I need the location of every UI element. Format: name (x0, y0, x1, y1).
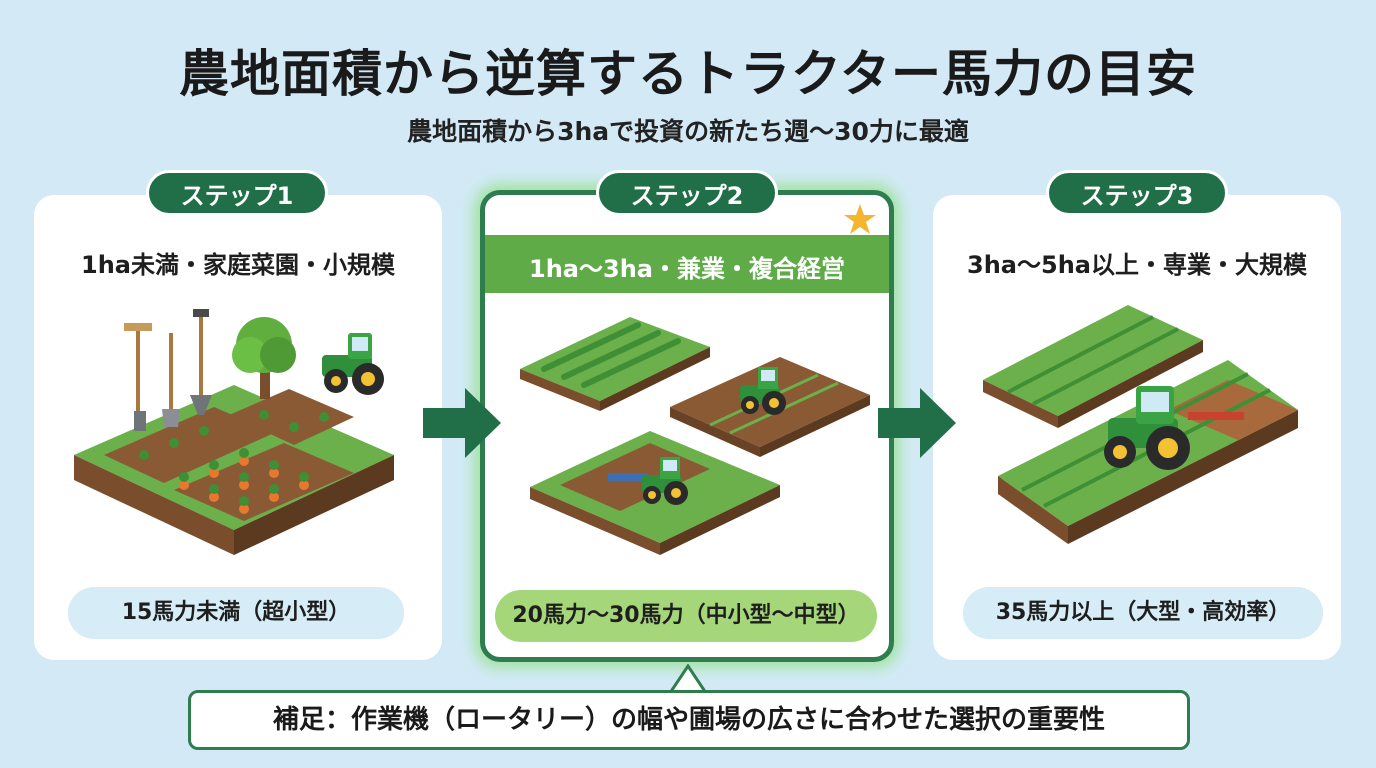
page-title: 農地面積から逆算するトラクター馬力の目安 (179, 45, 1197, 103)
step-card-3: 3ha〜5ha以上・専業・大規模 35馬力以上（大型・高効率） (933, 195, 1341, 660)
step-1-horsepower: 15馬力未満（超小型） (68, 587, 404, 639)
step-2-horsepower: 20馬力〜30馬力（中小型〜中型） (495, 590, 877, 642)
star-icon (844, 204, 876, 234)
tractor-icon (740, 367, 786, 415)
step-3-heading: 3ha〜5ha以上・専業・大規模 (967, 251, 1307, 279)
garden-tools-icon (124, 309, 212, 431)
step-card-1: 1ha未満・家庭菜園・小規模 (34, 195, 442, 660)
small-garden-illustration (74, 309, 394, 555)
step-2-label: ステップ2 (596, 170, 778, 216)
step-3-horsepower: 35馬力以上（大型・高効率） (963, 587, 1323, 639)
tractor-with-implement-icon (608, 457, 688, 505)
large-farm-illustration (983, 305, 1298, 544)
note-box: 補足：作業機（ロータリー）の幅や圃場の広さに合わせた選択の重要性 (188, 690, 1190, 750)
step-card-2: 1ha〜3ha・兼業・複合経営 (480, 190, 894, 662)
step-3-label: ステップ3 (1046, 170, 1228, 216)
right-arrow-icon (878, 388, 956, 458)
right-arrow-icon (423, 388, 501, 458)
step-1-heading: 1ha未満・家庭菜園・小規模 (81, 251, 395, 279)
small-tractor-icon (322, 333, 384, 395)
tree-icon (232, 317, 296, 399)
step-2-heading-band (485, 235, 889, 293)
page-subtitle: 農地面積から3haで投資の新たち週〜30力に最適 (407, 117, 969, 146)
large-tractor-icon (1104, 386, 1244, 470)
step-1-label: ステップ1 (146, 170, 328, 216)
step-2-heading: 1ha〜3ha・兼業・複合経営 (529, 255, 845, 283)
mid-farm-illustration (520, 317, 870, 555)
